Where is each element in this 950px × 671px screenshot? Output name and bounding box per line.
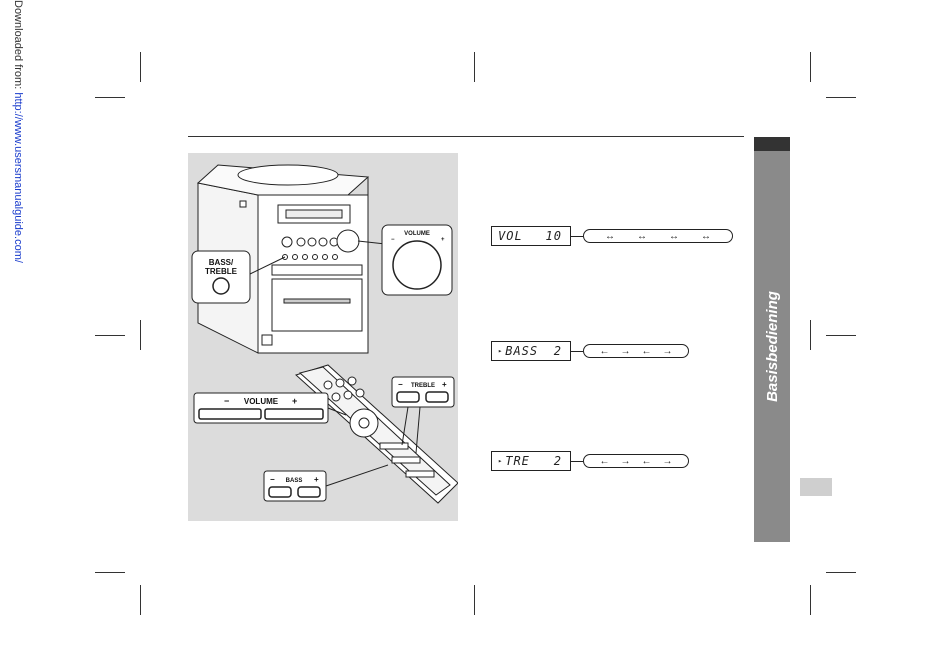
seq-arrow: ← <box>600 346 610 357</box>
seq-arrow: → <box>663 346 673 357</box>
lcd-bass-value: 2 <box>554 344 562 358</box>
lcd-treble-text: TRE <box>505 454 530 468</box>
bass-treble-button-icon <box>213 278 229 294</box>
crop-mark <box>95 335 125 336</box>
seq-arrow: ↔ <box>637 231 647 242</box>
section-tab-text: Basisbediening <box>764 291 781 402</box>
bass-treble-label-line1: BASS/TREBLE <box>205 258 238 276</box>
page-tab-marker <box>800 478 832 496</box>
seq-arrow: → <box>621 346 631 357</box>
volume-knob-callout: VOLUME − + <box>382 225 452 295</box>
seq-arrow: ↔ <box>669 231 679 242</box>
remote-volume-callout: − VOLUME + <box>194 393 346 423</box>
remote-treble-plus: + <box>442 380 447 389</box>
seq-arrow: → <box>621 456 631 467</box>
seq-arrow: ← <box>642 346 652 357</box>
download-link[interactable]: http://www.usersmanualguide.com/ <box>12 92 24 263</box>
connector-line <box>571 461 583 462</box>
lcd-bass: ▸ BASS 2 <box>491 341 571 361</box>
crop-mark <box>95 97 125 98</box>
crop-mark <box>140 52 141 82</box>
lcd-bass-text: BASS <box>505 344 538 358</box>
bass-treble-callout: BASS/TREBLE <box>192 251 250 303</box>
connector-line <box>571 236 583 237</box>
download-prefix: Downloaded from: <box>12 0 24 92</box>
remote-bass-label: BASS <box>286 478 303 484</box>
crop-mark <box>140 320 141 350</box>
illustration-panel: BASS/TREBLE VOLUME − + − VOLUME <box>188 153 458 521</box>
treble-sequence: ← → ← → <box>583 454 689 468</box>
connector-line <box>571 351 583 352</box>
bass-treble-label-part: BASS/ <box>209 258 234 267</box>
remote-bass-minus: − <box>270 475 275 484</box>
bass-sequence: ← → ← → <box>583 344 689 358</box>
remote-volume-minus: − <box>224 396 229 406</box>
lcd-treble-indicator: ▸ <box>498 457 503 465</box>
header-rule <box>188 136 744 137</box>
download-source-note: Downloaded from: http://www.usersmanualg… <box>10 0 24 285</box>
seq-arrow: ← <box>600 456 610 467</box>
seq-arrow: ↔ <box>605 231 615 242</box>
lcd-treble: ▸ TRE 2 <box>491 451 571 471</box>
section-tab-header <box>754 137 790 151</box>
crop-mark <box>810 320 811 350</box>
crop-mark <box>826 572 856 573</box>
crop-mark <box>95 572 125 573</box>
remote-bass-callout: − BASS + <box>264 465 388 501</box>
remote-volume-plus: + <box>292 396 297 406</box>
remote-volume-label: VOLUME <box>244 397 279 406</box>
volume-knob-plus: + <box>441 237 445 243</box>
volume-knob-label: VOLUME <box>404 231 430 237</box>
seq-arrow: → <box>663 456 673 467</box>
crop-mark <box>474 52 475 82</box>
crop-mark <box>826 97 856 98</box>
lcd-treble-value: 2 <box>554 454 562 468</box>
crop-mark <box>810 52 811 82</box>
lcd-bass-indicator: ▸ <box>498 347 503 355</box>
crop-mark <box>810 585 811 615</box>
lcd-volume-text: VOL <box>498 229 523 243</box>
lcd-volume-value: 10 <box>546 229 562 243</box>
device-illustration: BASS/TREBLE VOLUME − + − VOLUME <box>188 153 458 521</box>
bass-treble-label-part: TREBLE <box>205 267 238 276</box>
crop-mark <box>140 585 141 615</box>
volume-knob-icon <box>393 241 441 289</box>
remote-treble-minus: − <box>398 380 403 389</box>
crop-mark <box>474 585 475 615</box>
lcd-volume: VOL 10 <box>491 226 571 246</box>
seq-arrow: ↔ <box>701 231 711 242</box>
volume-sequence: ↔ ↔ ↔ ↔ <box>583 229 733 243</box>
crop-mark <box>826 335 856 336</box>
remote-treble-label: TREBLE <box>411 383 435 389</box>
volume-knob-minus: − <box>391 237 395 243</box>
remote-bass-plus: + <box>314 475 319 484</box>
section-tab-label: Basisbediening <box>754 151 790 542</box>
seq-arrow: ← <box>642 456 652 467</box>
